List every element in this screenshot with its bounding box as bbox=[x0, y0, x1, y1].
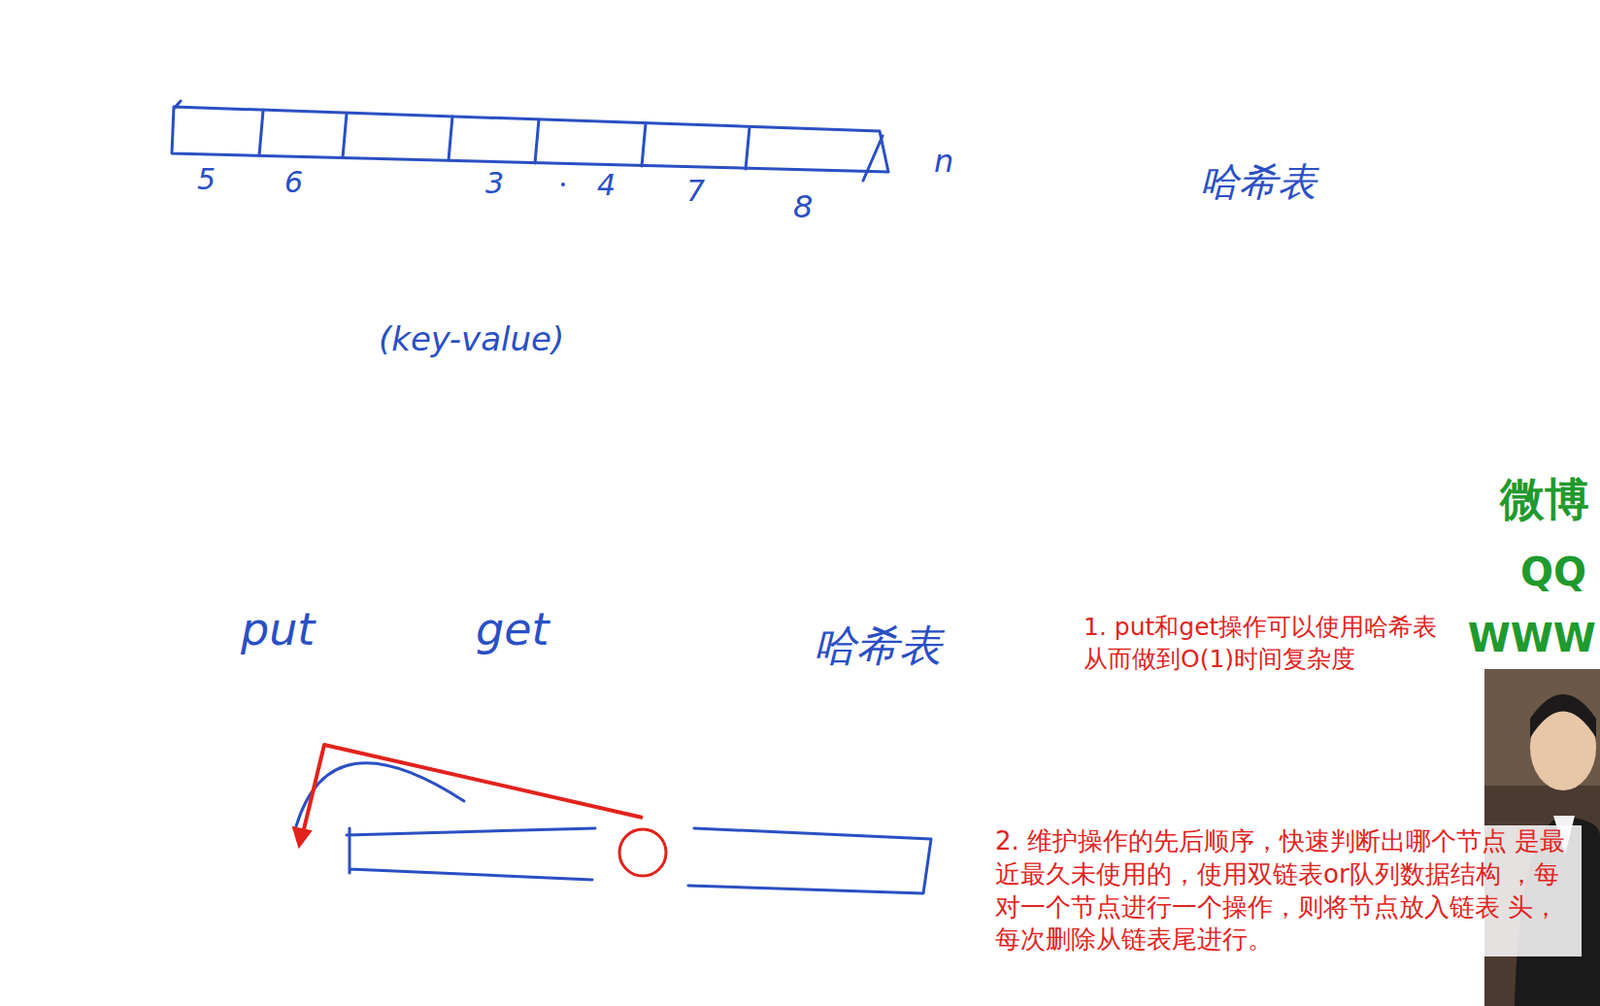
list-node-circle bbox=[619, 829, 667, 876]
array-divider bbox=[259, 110, 883, 181]
arrow-head bbox=[293, 827, 311, 847]
handwritten-note: (key-value) bbox=[378, 320, 565, 359]
array-index: 8 bbox=[793, 189, 813, 226]
array-index: 5 bbox=[197, 163, 216, 198]
handwritten-note: 哈希表 bbox=[1200, 159, 1317, 204]
list-right-part bbox=[688, 828, 932, 894]
array-index: 7 bbox=[686, 174, 705, 209]
operation-name: put bbox=[240, 603, 315, 656]
dot-mark bbox=[561, 182, 566, 187]
array-index: 4 bbox=[597, 168, 616, 203]
watermark: WWW bbox=[1467, 615, 1597, 661]
watermark: 微博 bbox=[1500, 473, 1590, 526]
array-index: 3 bbox=[485, 166, 504, 201]
list-left-part bbox=[346, 828, 596, 880]
array-index: 6 bbox=[284, 166, 303, 200]
array-size: n bbox=[933, 143, 954, 180]
annotation-note: 2. 维护操作的先后顺序，快速判断出哪个节点 是最近最久未使用的，使用双链表or… bbox=[995, 825, 1582, 957]
array-bar bbox=[171, 100, 889, 172]
handwritten-note: 哈希表 bbox=[813, 621, 942, 671]
operation-name: get bbox=[475, 603, 550, 656]
watermark: QQ bbox=[1520, 549, 1587, 595]
annotation-note: 1. put和get操作可以使用哈希表 从而做到O(1)时间复杂度 bbox=[1083, 611, 1463, 675]
red-move-arrow bbox=[302, 744, 643, 834]
